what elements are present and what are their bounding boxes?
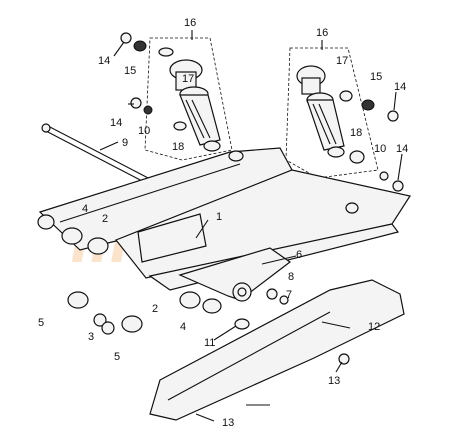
callout-1: 1 [216, 211, 222, 223]
callout-2: 2 [152, 303, 158, 315]
callout-8: 8 [288, 271, 294, 283]
pivot-bushings [61, 227, 222, 335]
callout-14: 14 [98, 55, 110, 67]
callout-9: 9 [122, 137, 128, 149]
callout-15: 15 [370, 71, 382, 83]
left-shock-absorber [169, 59, 221, 152]
callout-14: 14 [110, 117, 122, 129]
callout-13: 13 [222, 417, 234, 429]
callout-14: 14 [394, 81, 406, 93]
callout-17: 17 [336, 55, 348, 67]
callout-11: 11 [204, 337, 215, 349]
callout-16: 16 [184, 17, 196, 29]
callout-14: 14 [396, 143, 408, 155]
callout-18: 18 [350, 127, 362, 139]
callout-10: 10 [374, 143, 386, 155]
callout-5: 5 [114, 351, 120, 363]
callout-4: 4 [82, 203, 88, 215]
callout-18: 18 [172, 141, 184, 153]
link-arm [178, 247, 292, 302]
chain-guard [149, 279, 405, 421]
callout-4: 4 [180, 321, 186, 333]
left-shock-group-box [144, 37, 233, 161]
callout-5: 5 [38, 317, 44, 329]
callout-7: 7 [286, 289, 292, 301]
callout-16: 16 [316, 27, 328, 39]
callout-2: 2 [102, 213, 108, 225]
callout-12: 12 [368, 321, 380, 333]
callout-6: 6 [296, 249, 302, 261]
callout-17: 17 [182, 73, 194, 85]
leader-lines [99, 30, 403, 422]
right-shock-absorber [296, 65, 345, 158]
callout-3: 3 [88, 331, 94, 343]
callout-13: 13 [328, 375, 340, 387]
callout-10: 10 [138, 125, 150, 137]
small-hardware [120, 32, 404, 365]
pivot-shaft [41, 123, 153, 185]
callout-15: 15 [124, 65, 136, 77]
